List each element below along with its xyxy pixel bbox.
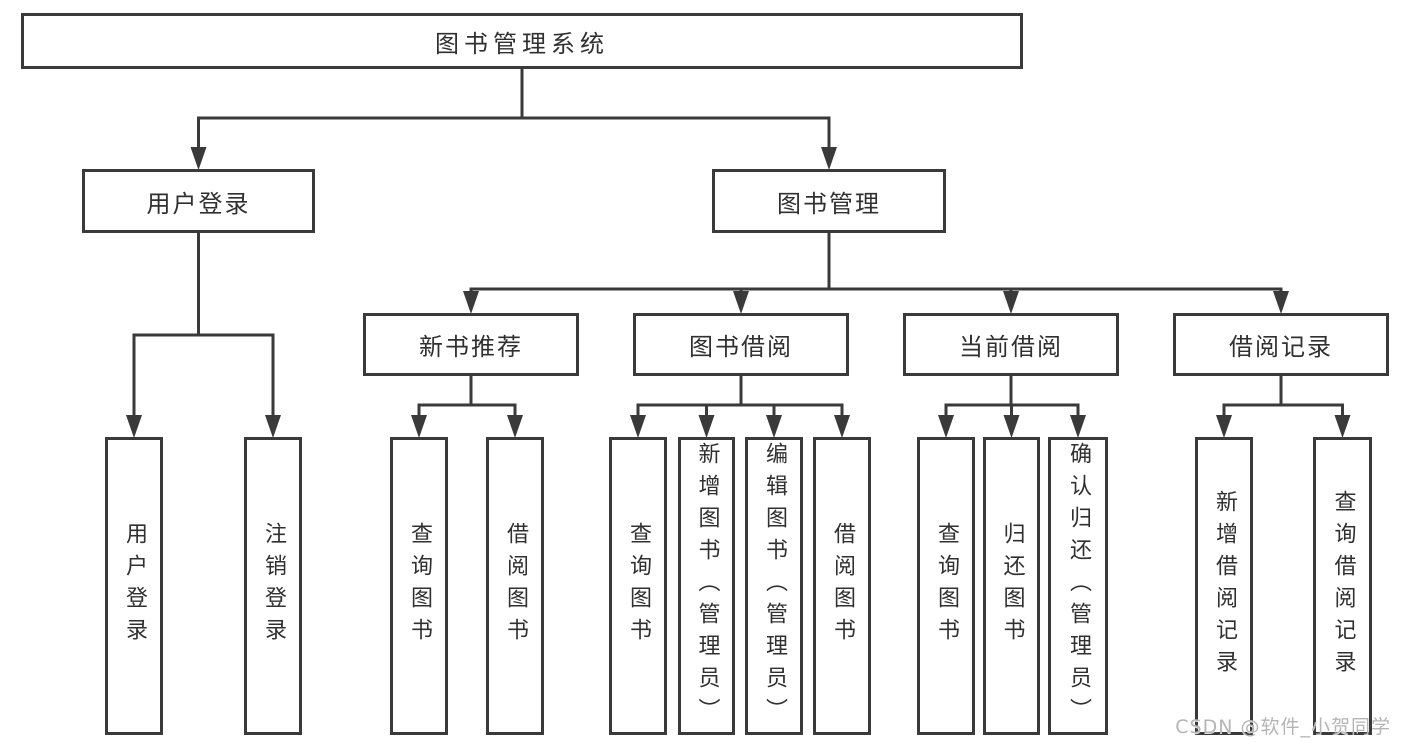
arrowhead-icon [1070,415,1086,438]
node-bb-add-label: 新增图书（管理员） [694,442,720,730]
node-root-label: 图书管理系统 [435,29,609,58]
arrowhead-icon [938,415,954,438]
node-br-add-label: 新增借阅记录 [1212,490,1237,682]
node-new-book-rec-label: 新书推荐 [419,333,523,361]
node-br-add: 新增借阅记录 [1195,437,1253,735]
node-cb-return-label: 归还图书 [999,522,1025,650]
node-bb-query: 查询图书 [609,437,667,735]
arrowhead-icon [411,415,427,438]
node-br-query: 查询借阅记录 [1313,437,1372,735]
node-user-login: 用户登录 [82,169,315,233]
node-book-borrow-label: 图书借阅 [689,333,793,361]
node-user-login-label: 用户登录 [146,189,251,218]
node-nbr-query: 查询图书 [390,437,448,735]
arrowhead-icon [630,415,646,438]
arrowhead-icon [1334,415,1351,438]
arrowhead-icon [766,415,782,438]
node-borrow-record: 借阅记录 [1173,313,1389,376]
node-cb-return: 归还图书 [983,437,1040,735]
arrowhead-icon [1003,291,1019,314]
arrowhead-icon [190,147,207,170]
node-login-label: 用户登录 [122,522,147,650]
node-login: 用户登录 [105,437,163,735]
node-nbr-borrow: 借阅图书 [486,437,544,735]
node-nbr-query-label: 查询图书 [407,522,432,650]
watermark-text: CSDN @软件_小贺同学 [1175,716,1391,738]
node-book-borrow: 图书借阅 [633,313,849,376]
node-bb-edit-label: 编辑图书（管理员） [762,442,787,730]
arrowhead-icon [1216,415,1232,438]
node-br-query-label: 查询借阅记录 [1330,490,1356,682]
node-root: 图书管理系统 [21,13,1023,69]
node-cb-confirm-label: 确认归还（管理员） [1066,442,1091,730]
node-nbr-borrow-label: 借阅图书 [503,522,528,650]
node-cb-confirm: 确认归还（管理员） [1048,437,1108,735]
node-cb-query-label: 查询图书 [934,522,959,650]
node-book-mgmt: 图书管理 [712,169,946,233]
node-bb-query-label: 查询图书 [626,522,651,650]
arrowhead-icon [733,291,749,314]
node-borrow-record-label: 借阅记录 [1229,333,1333,361]
node-current-borrow: 当前借阅 [903,313,1119,376]
node-new-book-rec: 新书推荐 [363,313,579,376]
arrowhead-icon [1273,291,1289,314]
node-logout-label: 注销登录 [261,522,286,650]
node-bb-borrow: 借阅图书 [813,437,871,735]
arrowhead-icon [834,415,850,438]
node-bb-borrow-label: 借阅图书 [830,522,855,650]
arrowhead-icon [698,415,715,438]
arrowhead-icon [265,415,281,438]
arrowhead-icon [463,291,479,314]
arrowhead-icon [507,415,523,438]
arrowhead-icon [821,147,837,170]
node-cb-query: 查询图书 [917,437,975,735]
arrowhead-icon [126,415,142,438]
node-logout: 注销登录 [244,437,302,735]
node-bb-edit: 编辑图书（管理员） [745,437,803,735]
node-book-mgmt-label: 图书管理 [777,189,881,218]
node-bb-add: 新增图书（管理员） [678,437,735,735]
node-current-borrow-label: 当前借阅 [959,333,1063,361]
arrowhead-icon [1003,415,1020,438]
